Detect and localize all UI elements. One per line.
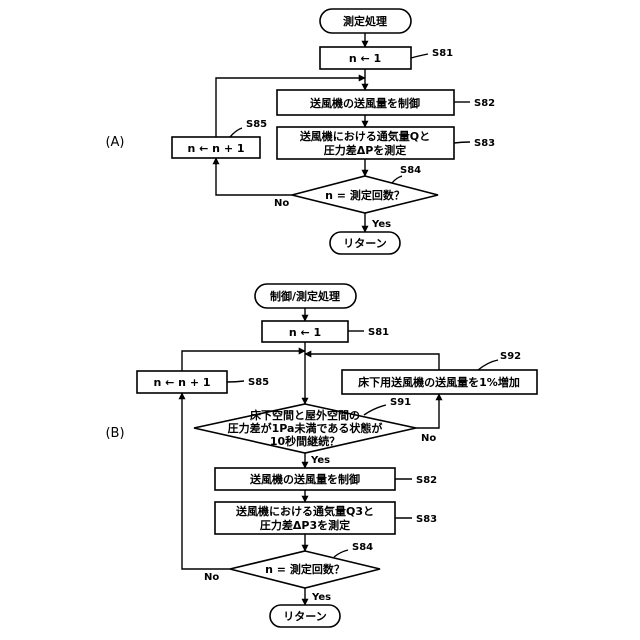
arrow-adjust-to-main-b [305,354,439,370]
step-s82-a: S82 [474,98,495,109]
flowchart-b: 制御/測定処理 n ← 1 S81 n ← n + 1 S85 床下用送風機の送… [137,284,537,627]
no-label-a: No [274,198,289,209]
flowchart-a: 測定処理 n ← 1 S81 送風機の送風量を制御 S82 送風機における通気量… [172,9,495,254]
end-label-b: リターン [283,610,326,623]
no-condition-label-b: No [421,433,436,444]
control-label-b: 送風機の送風量を制御 [249,472,360,486]
end-label-a: リターン [343,237,386,250]
decision-label-a: n = 測定回数？ [325,188,405,202]
step-s85-b: S85 [248,377,269,388]
condition-label-b-line2: 圧力差が1Pa未満である状態が [228,421,383,435]
step-s92-b: S92 [500,351,521,362]
condition-label-b-line3: 10秒間継続？ [270,434,340,448]
measure-label-a-line1: 送風機における通気量Qと [299,129,430,143]
decision-label-b: n = 測定回数？ [265,562,345,576]
part-label-b: (B) [105,426,124,441]
control-label-a: 送風機の送風量を制御 [309,96,420,110]
no-decision-label-b: No [204,572,219,583]
step-s91-b: S91 [390,397,411,408]
decision-leader-a [392,176,402,183]
arrow-increment-to-main-b [182,351,305,371]
step-s84-a: S84 [400,165,421,176]
arrow-decision-no-a [216,158,292,195]
init-step-leader-a [411,54,428,58]
condition-leader-b [364,405,386,415]
measure-label-b-line1: 送風機における通気量Q3と [235,504,374,518]
increment-step-leader-a [230,128,242,137]
decision-leader-b [334,550,348,557]
yes-decision-label-b: Yes [311,592,331,603]
init-label-a: n ← 1 [349,52,381,65]
measure-label-b-line2: 圧力差ΔP3を測定 [260,518,350,532]
step-s81-b: S81 [368,327,389,338]
condition-label-b-line1: 床下空間と屋外空間の [250,408,360,422]
step-s85-a: S85 [246,119,267,130]
increment-label-b: n ← n + 1 [153,376,210,389]
start-label-a: 測定処理 [343,14,387,28]
step-s81-a: S81 [432,48,453,59]
increment-label-a: n ← n + 1 [187,142,244,155]
part-label-a: (A) [105,135,124,150]
adjust-label-b: 床下用送風機の送風量を1%増加 [358,375,520,389]
step-s84-b: S84 [352,542,373,553]
step-s83-b: S83 [416,514,437,525]
increment-step-leader-b [227,381,244,382]
arrow-condition-no-b [416,394,439,428]
step-s83-a: S83 [474,138,495,149]
measure-step-leader-a [454,142,470,143]
init-label-b: n ← 1 [289,326,321,339]
adjust-step-leader-b [478,360,498,370]
yes-label-a: Yes [371,219,391,230]
yes-condition-label-b: Yes [310,455,330,466]
measure-label-a-line2: 圧力差ΔPを測定 [324,143,407,157]
step-s82-b: S82 [416,475,437,486]
start-label-b: 制御/測定処理 [270,289,340,303]
